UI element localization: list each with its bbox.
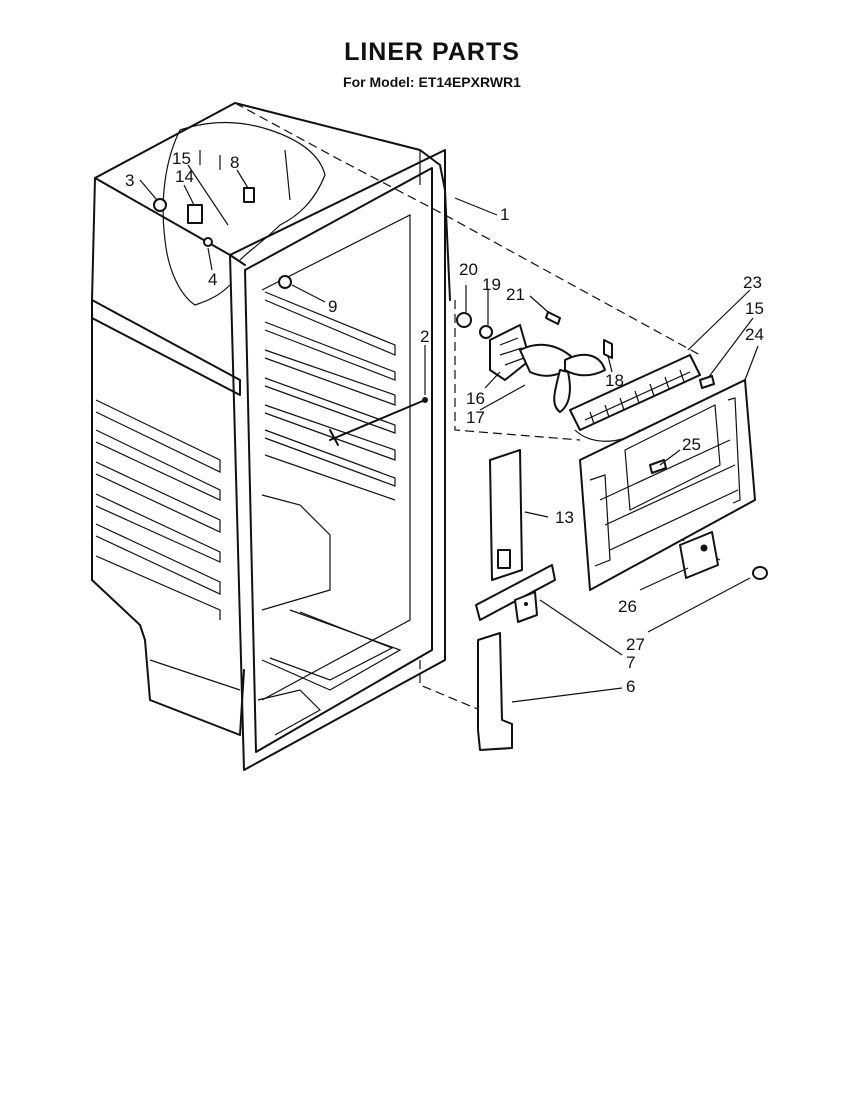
liner-front-frame	[229, 149, 446, 771]
leader-lines	[139, 164, 759, 703]
part-24-panel	[579, 375, 756, 591]
diagram-title: LINER PARTS	[344, 38, 520, 66]
callout-26: 26	[618, 597, 637, 616]
liner-cabinet	[91, 102, 451, 736]
part-23-cover	[569, 354, 701, 442]
callout-6: 6	[626, 677, 635, 696]
thermostat-cutaway	[153, 121, 326, 306]
callout-23: 23	[743, 273, 762, 292]
model-subtitle: For Model: ET14EPXRWR1	[343, 74, 521, 90]
callout-1: 1	[500, 205, 509, 224]
part-7-bracket	[475, 564, 556, 623]
callout-labels: 1 2 3 4 6 7 8 9 13 14 15 15 16 17 18 19 …	[125, 149, 764, 696]
part-27-plug	[752, 566, 768, 580]
callout-15-left: 15	[172, 149, 191, 168]
callout-4: 4	[208, 270, 217, 289]
fan-motor-assembly	[456, 311, 613, 413]
callout-2: 2	[420, 327, 429, 346]
callout-27: 27	[626, 635, 645, 654]
fan-blade	[553, 369, 571, 413]
part-15-screw	[699, 375, 715, 389]
part-6-duct	[477, 632, 513, 751]
part-20-grommet	[456, 312, 472, 328]
callout-15-right: 15	[745, 299, 764, 318]
callout-7: 7	[626, 653, 635, 672]
part-21-screw	[545, 311, 561, 325]
part-2-rod	[329, 397, 428, 446]
callout-19: 19	[482, 275, 501, 294]
part-26-plate	[679, 531, 719, 579]
callout-3: 3	[125, 171, 134, 190]
callout-18: 18	[605, 371, 624, 390]
callout-25: 25	[682, 435, 701, 454]
callout-17: 17	[466, 408, 485, 427]
callout-21: 21	[506, 285, 525, 304]
callout-24: 24	[745, 325, 764, 344]
part-18-screw	[603, 339, 613, 359]
part-8-clip	[243, 187, 255, 203]
callout-20: 20	[459, 260, 478, 279]
callout-9: 9	[328, 297, 337, 316]
callout-13: 13	[555, 508, 574, 527]
part-19-washer	[479, 325, 493, 339]
part-3-knob	[153, 198, 167, 212]
callout-16: 16	[466, 389, 485, 408]
part-9-grommet	[278, 275, 292, 289]
part-16-bracket	[489, 324, 531, 381]
callout-14: 14	[175, 167, 194, 186]
callout-8: 8	[230, 153, 239, 172]
part-13-duct	[489, 449, 523, 581]
part-14-control	[187, 204, 203, 224]
part-26-27	[679, 531, 768, 580]
part-4-screw	[203, 237, 213, 247]
